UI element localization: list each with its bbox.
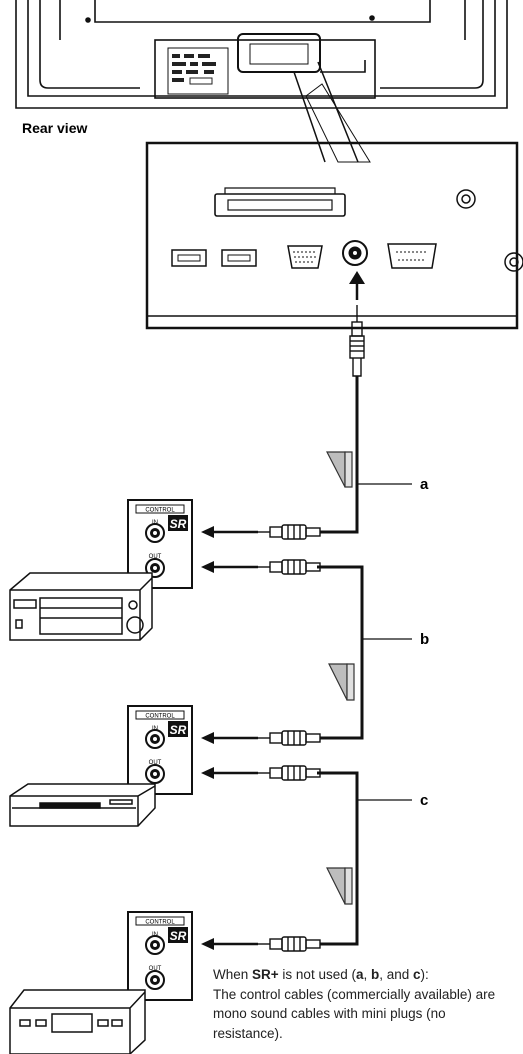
note-sep1: ,	[363, 967, 371, 982]
sr-badge: SR	[170, 929, 187, 943]
out-label: OUT	[149, 966, 162, 972]
mini-plug	[258, 765, 321, 781]
note-a: a	[355, 967, 364, 982]
note-suffix: ):	[420, 967, 429, 982]
control-label: CONTROL	[145, 508, 175, 514]
control-label: CONTROL	[145, 920, 175, 926]
vga-port	[287, 245, 323, 269]
out-label: OUT	[149, 760, 162, 766]
mini-plug-top	[349, 305, 365, 377]
tv-rear-illustration	[15, 0, 508, 109]
serial-port	[387, 243, 437, 269]
flow-arrows	[326, 451, 355, 905]
note-sr-plus: SR+	[252, 967, 279, 982]
usage-note: When SR+ is not used (a, b, and c): The …	[213, 965, 518, 1043]
note-mid: is not used (	[278, 967, 356, 982]
control-panel: CONTROLINOUTSR	[127, 705, 193, 795]
zoom-callout-lines	[293, 61, 371, 163]
control-panel: CONTROLINOUTSR	[127, 911, 193, 1001]
note-b: b	[371, 967, 380, 982]
note-prefix: When	[213, 967, 253, 982]
cable-label-b: b	[420, 631, 429, 648]
out-label: OUT	[149, 554, 162, 560]
note-c: c	[413, 967, 421, 982]
tv-label-plate	[172, 54, 216, 85]
note-body: The control cables (commercially availab…	[213, 986, 496, 1041]
cable-label-a: a	[420, 476, 429, 493]
cable-label-c: c	[420, 792, 428, 809]
control-panels: CONTROLINOUTSRCONTROLINOUTSRCONTROLINOUT…	[127, 499, 193, 1001]
mini-plugs	[258, 524, 321, 952]
cable-c	[317, 771, 359, 946]
connect-arrows	[201, 526, 258, 950]
control-label: CONTROL	[145, 714, 175, 720]
control-jack	[342, 240, 368, 266]
tv-terminal-panel	[145, 141, 523, 330]
rear-view-label: Rear view	[22, 120, 87, 136]
device-3-recorder	[9, 989, 146, 1054]
mini-plug	[258, 559, 321, 575]
mini-plug	[258, 730, 321, 746]
hdmi-port-1	[171, 249, 207, 267]
sr-badge: SR	[170, 517, 187, 531]
sr-badge: SR	[170, 723, 187, 737]
cable-a	[320, 376, 359, 534]
label-leaders	[357, 483, 412, 801]
cable-b	[317, 565, 364, 740]
device-1-amplifier	[9, 572, 153, 641]
insert-arrow	[349, 271, 365, 300]
hdmi-port-2	[221, 249, 257, 267]
mini-plug	[258, 524, 321, 540]
mini-plug	[258, 936, 321, 952]
device-2-player	[9, 783, 156, 827]
note-sep2: , and	[379, 967, 414, 982]
